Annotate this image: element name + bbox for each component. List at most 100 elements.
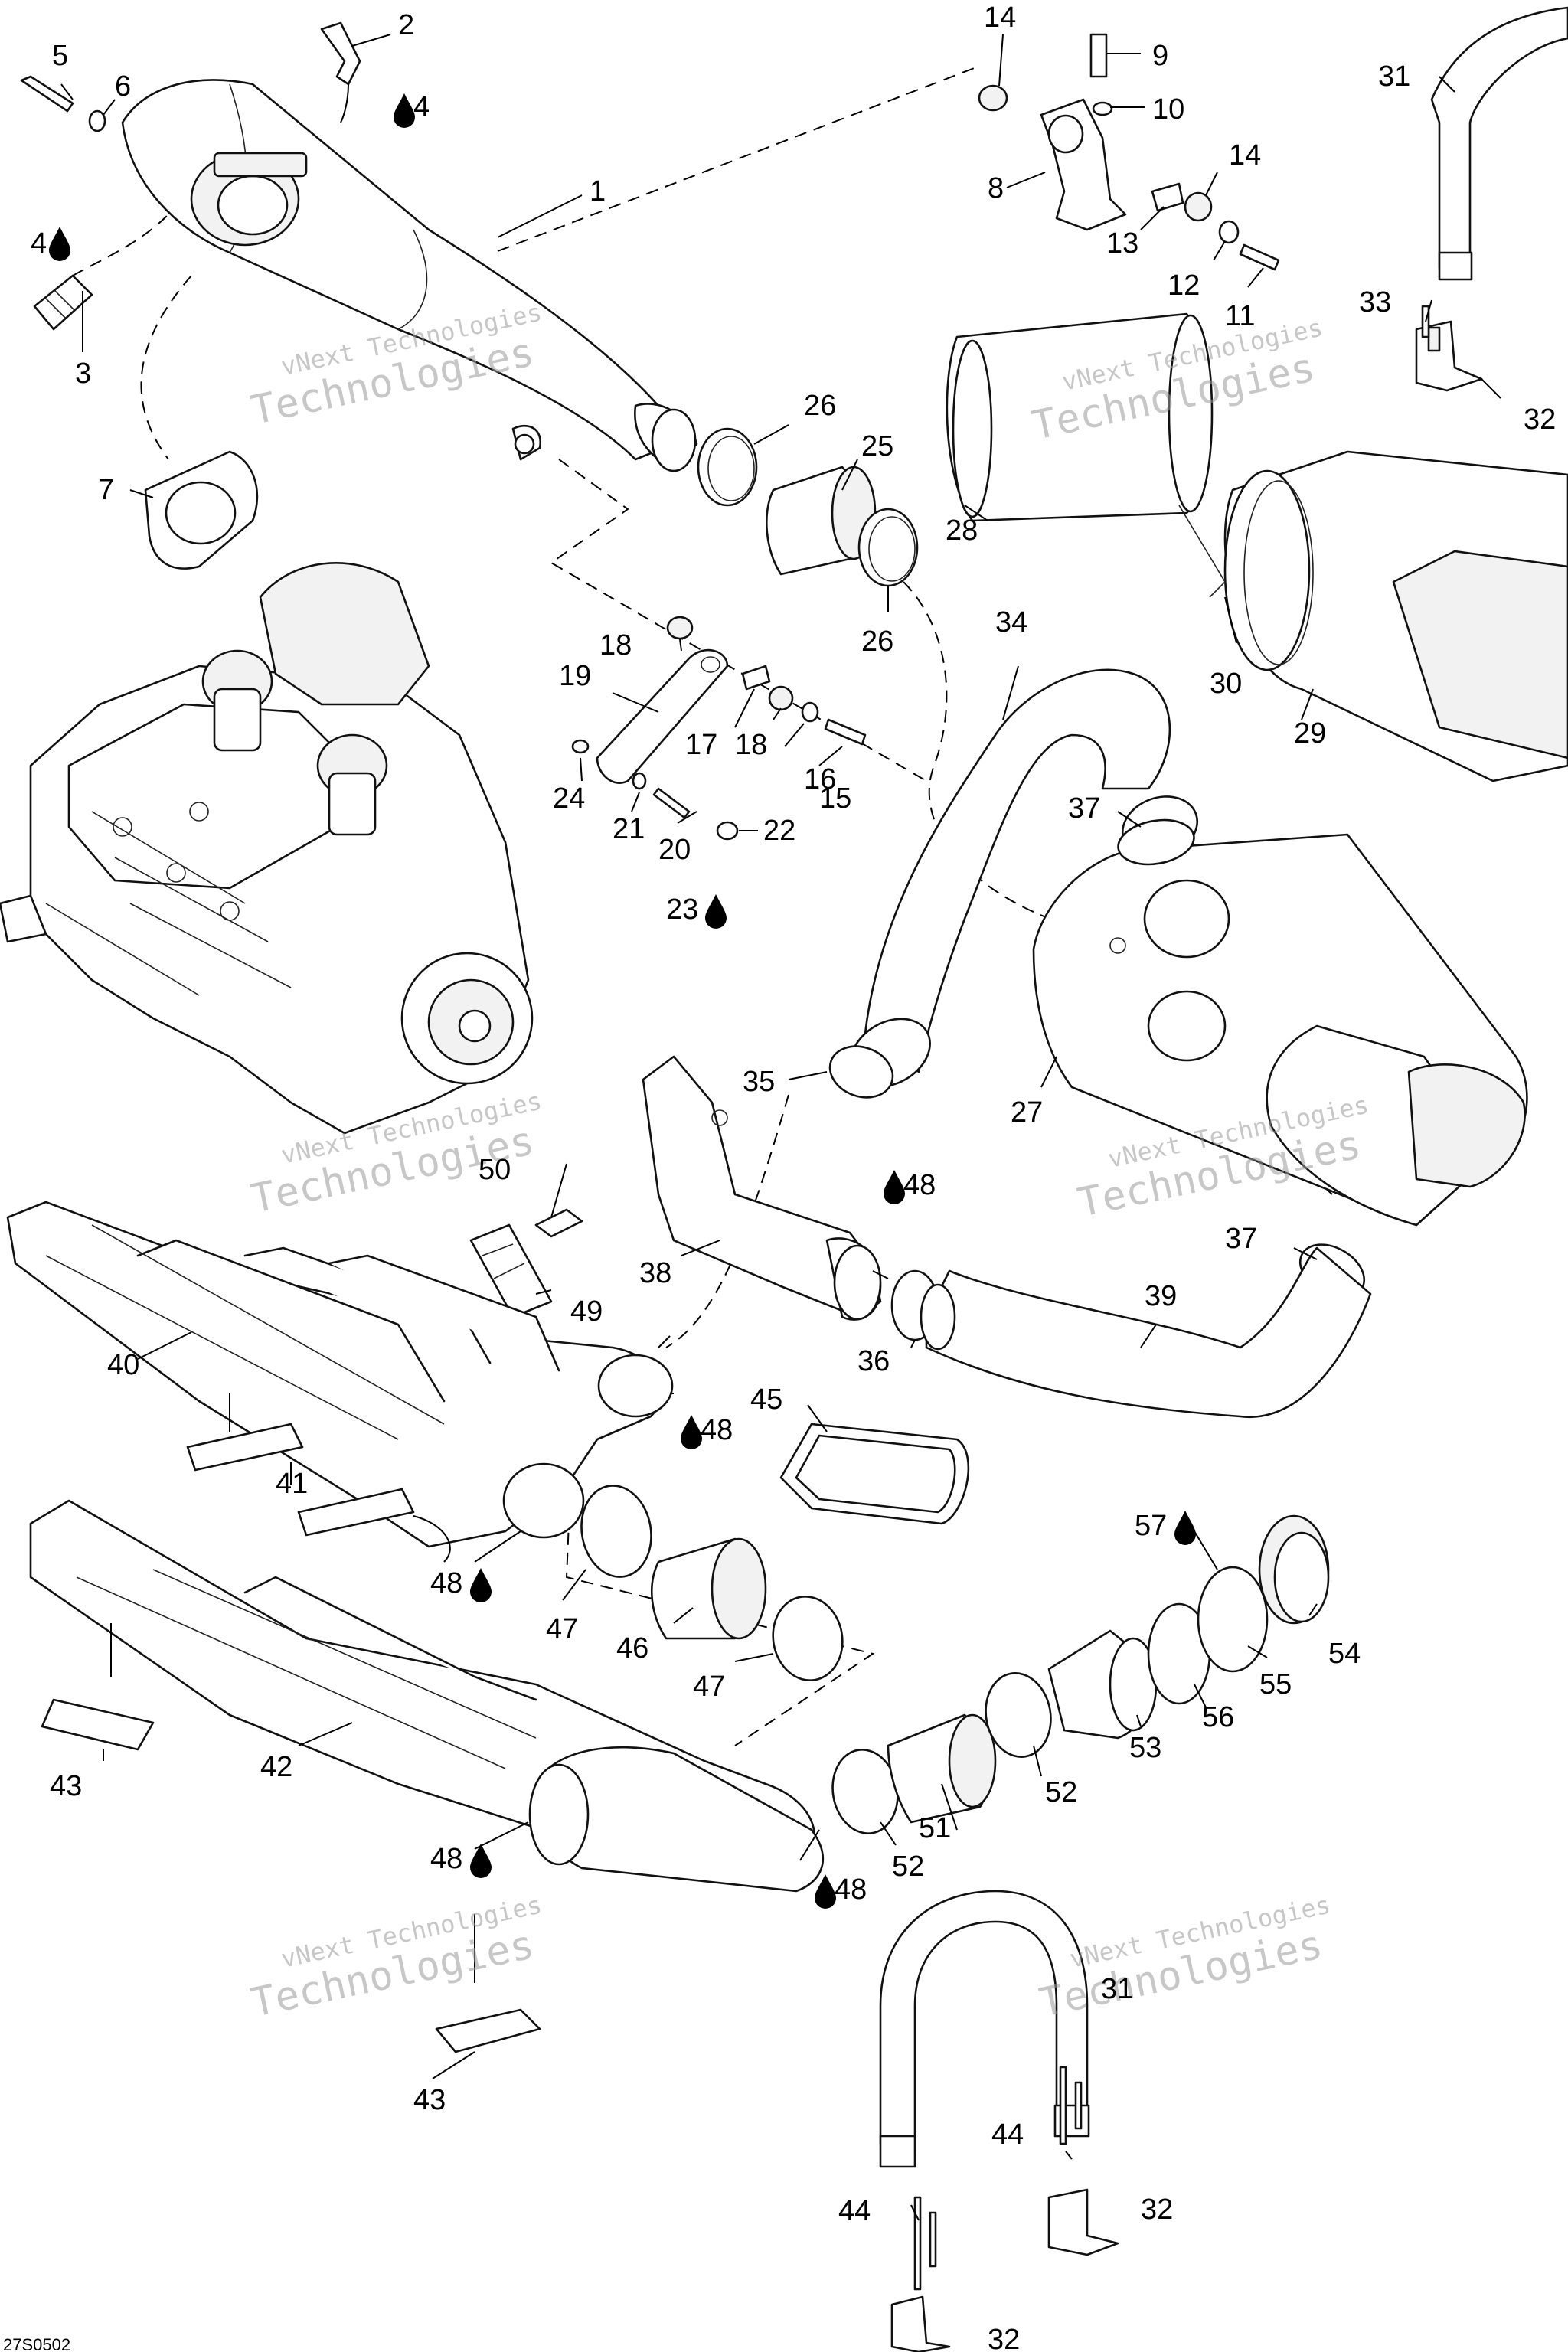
callout-25: 25 xyxy=(861,430,893,462)
callout-50: 50 xyxy=(479,1154,511,1186)
callout-2: 2 xyxy=(398,9,414,41)
drop-icon xyxy=(884,1170,905,1204)
callout-48b: 48 xyxy=(701,1414,733,1446)
callout-14b: 14 xyxy=(1229,139,1261,172)
callout-26a: 26 xyxy=(804,390,836,422)
callout-9: 9 xyxy=(1152,40,1168,72)
callout-23: 23 xyxy=(666,893,698,926)
callout-5: 5 xyxy=(52,40,68,72)
callout-48e: 48 xyxy=(835,1873,867,1906)
callout-3: 3 xyxy=(75,358,91,390)
callout-40: 40 xyxy=(107,1349,139,1381)
sealant-drop-icons xyxy=(49,93,1196,1909)
callout-14a: 14 xyxy=(984,2,1016,34)
callout-47b: 47 xyxy=(693,1671,725,1703)
engine-block xyxy=(0,562,534,1135)
hose-nipple xyxy=(33,214,169,331)
callout-41: 41 xyxy=(276,1468,308,1500)
callout-12: 12 xyxy=(1168,270,1200,302)
callout-32a: 32 xyxy=(1524,403,1556,436)
callout-52a: 52 xyxy=(892,1851,924,1883)
callout-21: 21 xyxy=(612,813,645,845)
callout-24: 24 xyxy=(553,782,585,815)
callout-4b: 4 xyxy=(31,227,47,260)
callout-57: 57 xyxy=(1135,1510,1167,1542)
callout-37b: 37 xyxy=(1225,1223,1257,1255)
callout-18b: 18 xyxy=(735,729,767,761)
callout-39: 39 xyxy=(1145,1280,1177,1312)
screw-and-washer xyxy=(20,75,106,132)
callout-19: 19 xyxy=(559,660,591,692)
callout-55: 55 xyxy=(1259,1668,1292,1700)
callout-53: 53 xyxy=(1129,1732,1161,1764)
callout-49: 49 xyxy=(570,1295,603,1328)
strap-lower xyxy=(879,1890,1119,2352)
callout-44a: 44 xyxy=(991,2118,1024,2151)
callout-1: 1 xyxy=(590,175,606,207)
callout-48a: 48 xyxy=(903,1169,936,1201)
callout-22: 22 xyxy=(763,815,795,847)
callout-38: 38 xyxy=(639,1257,671,1289)
muffler-bracket-38 xyxy=(642,1055,882,1321)
callout-43a: 43 xyxy=(50,1770,82,1802)
drop-icon xyxy=(681,1415,702,1449)
callout-8: 8 xyxy=(988,172,1004,204)
muffler-42 xyxy=(29,1499,825,1893)
callout-45: 45 xyxy=(750,1383,782,1416)
callout-27: 27 xyxy=(1011,1096,1043,1129)
labels-41 xyxy=(186,1393,451,1563)
callout-46: 46 xyxy=(616,1632,648,1664)
callout-31b: 31 xyxy=(1101,1973,1133,2005)
callout-32c: 32 xyxy=(988,2324,1020,2352)
callout-31a: 31 xyxy=(1378,60,1410,93)
callout-11: 11 xyxy=(1225,300,1255,332)
drop-icon xyxy=(394,93,415,128)
callout-51: 51 xyxy=(919,1812,951,1844)
outlet-fittings xyxy=(831,1514,1330,1834)
callout-10: 10 xyxy=(1152,93,1184,126)
callout-42: 42 xyxy=(260,1751,292,1783)
callout-18a: 18 xyxy=(599,629,632,662)
callout-37a: 37 xyxy=(1068,792,1100,825)
callout-47a: 47 xyxy=(546,1613,578,1645)
callout-6: 6 xyxy=(115,70,131,103)
gasket-45 xyxy=(779,1423,970,1525)
callout-7: 7 xyxy=(98,474,114,506)
drop-icon xyxy=(49,227,70,261)
callout-54: 54 xyxy=(1328,1638,1361,1670)
callout-56: 56 xyxy=(1202,1701,1234,1733)
callout-43b: 43 xyxy=(413,2084,446,2116)
callout-35: 35 xyxy=(743,1066,775,1098)
clamps-and-sleeve-lower xyxy=(580,1485,844,1682)
sensor-and-holder xyxy=(469,1208,583,1318)
callout-29: 29 xyxy=(1294,717,1326,750)
callout-26b: 26 xyxy=(861,626,893,658)
drop-icon xyxy=(705,894,727,929)
callout-16: 16 xyxy=(804,763,836,795)
drop-icon xyxy=(470,1568,492,1602)
exhaust-pipe-assembly xyxy=(121,79,698,472)
clamps-and-sleeve-upper xyxy=(697,427,919,587)
drop-icon xyxy=(470,1844,492,1878)
callout-13: 13 xyxy=(1106,227,1138,260)
callout-30: 30 xyxy=(1210,668,1242,700)
callout-17: 17 xyxy=(685,729,717,761)
elbow-fitting xyxy=(320,21,361,123)
callout-32b: 32 xyxy=(1141,2194,1173,2226)
manifold-40 xyxy=(6,1200,674,1548)
document-id: 27S0502 xyxy=(3,2335,70,2352)
callout-48c: 48 xyxy=(430,1567,462,1599)
callout-48d: 48 xyxy=(430,1843,462,1875)
callout-44b: 44 xyxy=(838,2195,871,2227)
leader-lines xyxy=(60,34,1501,2221)
labels-43 xyxy=(41,1623,541,2053)
support-bracket-19 xyxy=(571,616,867,841)
callout-15: 15 xyxy=(819,782,851,815)
hose-39 xyxy=(920,1246,1372,1419)
mounting-bracket-8 xyxy=(978,33,1280,271)
strap-upper xyxy=(1415,6,1568,392)
callout-33: 33 xyxy=(1359,286,1391,318)
drop-icon xyxy=(815,1874,836,1909)
callout-52b: 52 xyxy=(1045,1776,1077,1808)
